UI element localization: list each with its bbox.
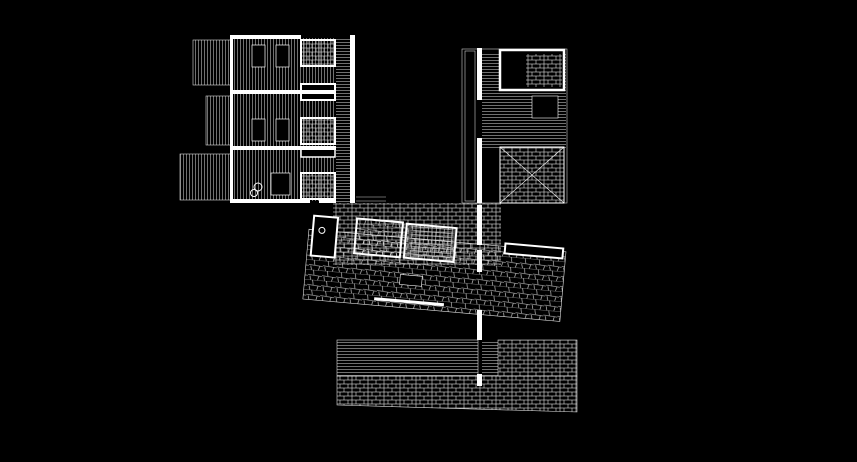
bottom-terrace [336,339,578,413]
skylight-x [499,146,565,204]
hall-room [402,222,458,264]
deck-3 [179,153,232,201]
bed [270,172,291,196]
bathroom [300,172,336,200]
bed [275,44,290,68]
spine-wall [477,310,482,340]
bed [251,118,266,142]
toilet-icon [318,226,326,234]
spine-wall [477,205,482,245]
wall [231,35,301,39]
wall [230,90,336,94]
plant-icon [250,189,258,197]
hall-window [374,297,445,307]
terrace-deck [336,339,479,377]
hall-room-right [503,242,565,260]
left-wing-units [179,35,386,203]
hall-room [352,217,404,259]
spine-wall [477,374,482,386]
right-wing [461,48,568,204]
plant-icon [253,182,263,192]
bed [251,44,266,68]
wall [230,146,336,150]
corridor-deck [336,37,350,203]
deck-1 [192,39,232,86]
lower-paving [336,375,578,413]
table [531,95,559,119]
spine-wall [477,250,482,272]
wall [230,199,310,203]
stone-hall [302,214,567,322]
terrace-paving [497,339,578,377]
wall [477,48,482,100]
kitchen-tiles [526,54,562,87]
deck-2 [205,95,232,146]
bathroom [300,117,336,145]
narrow-slot [464,50,476,202]
terrace-deck-small [482,340,498,376]
wall [230,35,233,203]
wall [319,199,336,203]
bathroom [300,39,336,67]
table [399,274,423,287]
wall [477,138,482,203]
wall [350,35,355,203]
bed [275,118,290,142]
wc [309,214,340,259]
closet [300,148,336,158]
